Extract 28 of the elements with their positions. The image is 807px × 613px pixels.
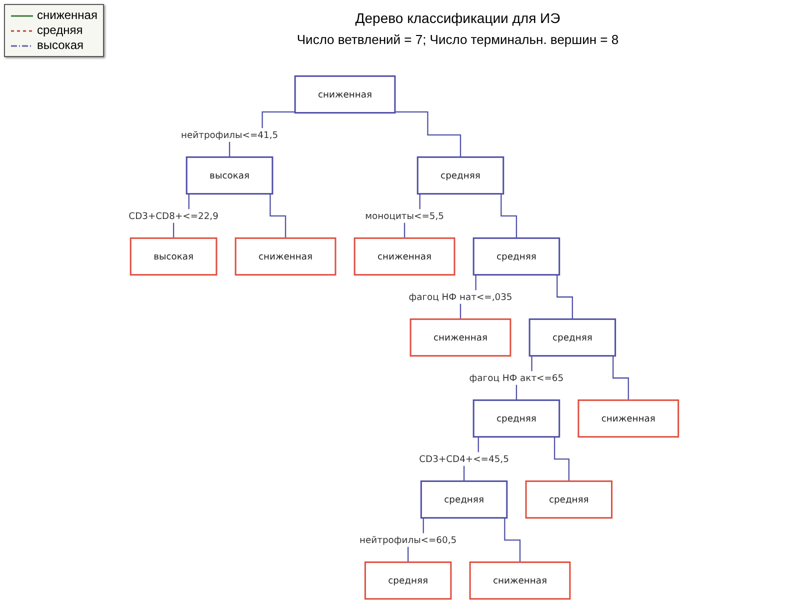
edge-label: моноциты<=5,5 bbox=[365, 210, 444, 222]
edge-label: нейтрофилы<=41,5 bbox=[181, 130, 278, 140]
node-box: средняя bbox=[364, 561, 452, 600]
node-box: высокая bbox=[130, 237, 218, 276]
legend-label: сниженная bbox=[37, 8, 98, 23]
edge-label: CD3+CD4+<=45,5 bbox=[419, 454, 509, 464]
node-box: средняя bbox=[472, 237, 560, 276]
node-box: средняя bbox=[420, 480, 508, 519]
subtitle-text: Число ветвлений = 7; Число терминальн. вершин = 8 bbox=[296, 32, 619, 47]
node-box: сниженная bbox=[294, 75, 396, 114]
node-box: средняя bbox=[528, 318, 616, 357]
node-box: средняя bbox=[472, 399, 560, 438]
node-box: средняя bbox=[416, 156, 504, 195]
edge-label: нейтрофилы<=60,5 bbox=[360, 534, 457, 546]
node-box: сниженная bbox=[234, 237, 336, 276]
node-box: сниженная bbox=[578, 399, 680, 438]
edge-label: CD3+CD8+<=22,9 bbox=[128, 210, 218, 222]
legend-label: высокая bbox=[37, 38, 84, 53]
node-box: сниженная bbox=[410, 318, 512, 357]
node-box: средняя bbox=[525, 480, 613, 519]
diagram-title: Дерево классификации для ИЭ bbox=[355, 10, 560, 26]
connector bbox=[394, 111, 462, 158]
edge-label: фагоц НФ нат<=,035 bbox=[408, 292, 512, 302]
node-box: сниженная bbox=[469, 561, 571, 600]
legend-label: средняя bbox=[37, 23, 83, 38]
node-box: сниженная bbox=[354, 237, 456, 276]
node-box: высокая bbox=[186, 156, 274, 195]
edge-label: фагоц НФ акт<=65 bbox=[469, 372, 564, 384]
